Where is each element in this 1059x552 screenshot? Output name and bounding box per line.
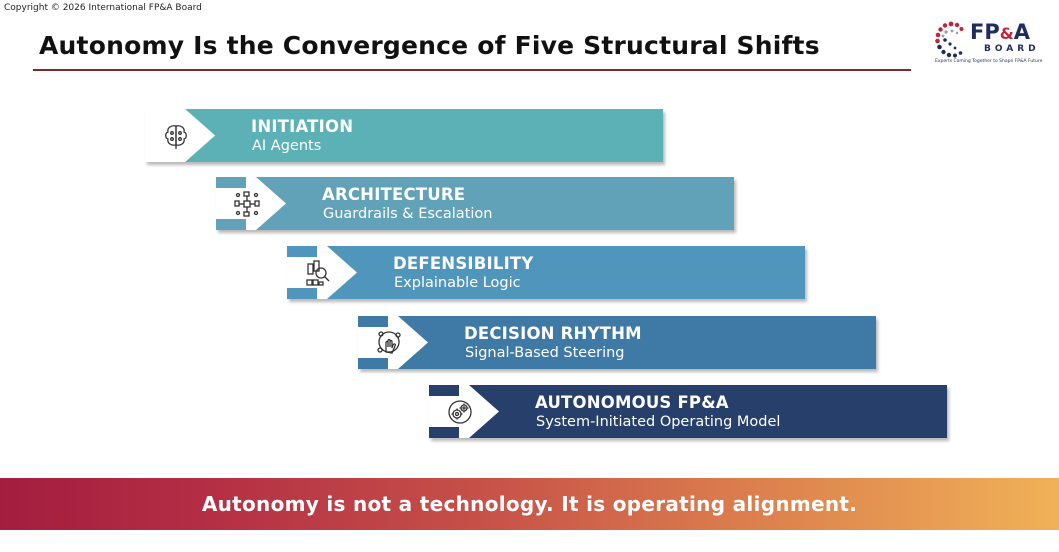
logo-board-text: BOARD bbox=[984, 44, 1040, 54]
brain-circuit-icon bbox=[165, 125, 187, 149]
copyright-notice: Copyright © 2026 International FP&A Boar… bbox=[4, 3, 202, 13]
bottom-banner: Autonomy is not a technology. It is oper… bbox=[0, 478, 1059, 530]
logo-wordmark: FP&A bbox=[970, 20, 1030, 44]
step-title: DEFENSIBILITY bbox=[393, 254, 534, 273]
step-chevron bbox=[145, 109, 215, 162]
analysis-magnifier-icon bbox=[306, 260, 330, 286]
fpa-board-logo: FP&A BOARD Experts Coming Together to Sh… bbox=[930, 18, 1048, 70]
step-title: ARCHITECTURE bbox=[322, 185, 466, 204]
step-chevron bbox=[287, 246, 357, 299]
gears-icon bbox=[448, 400, 472, 424]
hand-signal-icon bbox=[377, 331, 401, 354]
step-initiation: INITIATION AI Agents bbox=[145, 109, 663, 162]
step-defensibility: DEFENSIBILITY Explainable Logic bbox=[287, 246, 805, 299]
step-title: AUTONOMOUS FP&A bbox=[535, 393, 729, 412]
step-chevron bbox=[358, 316, 428, 369]
step-title: DECISION RHYTHM bbox=[464, 324, 642, 343]
step-title: INITIATION bbox=[251, 117, 354, 136]
step-subtitle: AI Agents bbox=[252, 138, 322, 154]
step-architecture: ARCHITECTURE Guardrails & Escalation bbox=[216, 177, 734, 230]
step-subtitle: Explainable Logic bbox=[394, 275, 521, 291]
logo-tagline: Experts Coming Together to Shape FP&A Fu… bbox=[935, 59, 1043, 64]
logo-mark-icon bbox=[935, 21, 964, 58]
step-subtitle: Signal-Based Steering bbox=[465, 345, 625, 361]
step-decision-rhythm: DECISION RHYTHM Signal-Based Steering bbox=[358, 316, 876, 369]
title-divider bbox=[33, 69, 911, 71]
page-title: Autonomy Is the Convergence of Five Stru… bbox=[39, 31, 820, 60]
banner-text: Autonomy is not a technology. It is oper… bbox=[201, 492, 858, 516]
step-autonomous-fpa: AUTONOMOUS FP&A System-Initiated Operati… bbox=[429, 385, 947, 438]
step-subtitle: Guardrails & Escalation bbox=[323, 206, 493, 222]
network-nodes-icon bbox=[234, 191, 260, 217]
step-subtitle: System-Initiated Operating Model bbox=[536, 414, 781, 430]
